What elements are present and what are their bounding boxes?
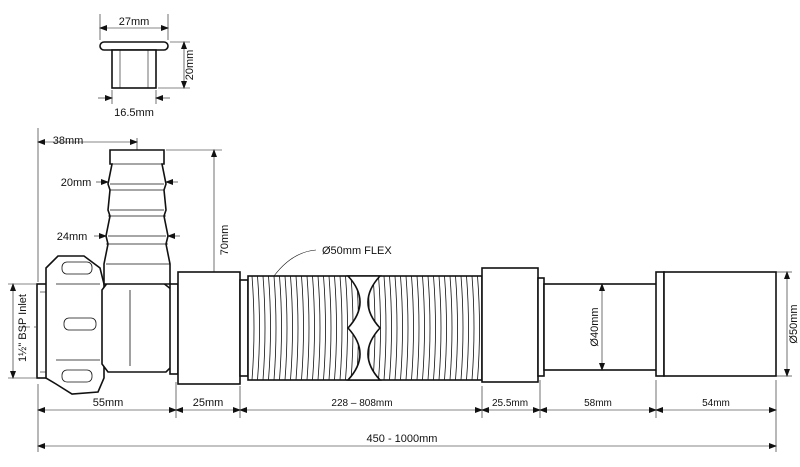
segment-dimensions — [37, 380, 777, 452]
flex-rib — [268, 275, 271, 381]
flex-rib — [422, 275, 425, 381]
flex-rib — [312, 275, 315, 381]
flex-rib — [279, 275, 282, 381]
cap-inner-label: 16.5mm — [114, 107, 154, 119]
right-collar — [481, 267, 545, 383]
seg-2-label: 25mm — [193, 397, 224, 409]
flex-rib — [284, 275, 288, 381]
flex-rib — [427, 275, 431, 381]
spigot — [103, 149, 171, 285]
flex-rib — [257, 275, 260, 381]
flex-rib — [323, 275, 326, 381]
spigot-height-label: 70mm — [219, 225, 231, 256]
flex-rib — [477, 275, 480, 381]
overall-length-label: 450 - 1000mm — [367, 433, 438, 445]
flex-rib — [460, 275, 464, 381]
pipe-40-label: Ø40mm — [589, 307, 601, 346]
inlet-label: 1½" BSP Inlet — [17, 294, 29, 362]
flex-rib — [449, 275, 453, 381]
flex-rib — [306, 275, 310, 381]
flex-rib — [433, 275, 436, 381]
cap-width-label: 27mm — [119, 16, 150, 28]
flex-rib — [416, 275, 420, 381]
flex-rib — [405, 275, 409, 381]
flex-rib — [411, 275, 414, 381]
flex-rib — [400, 275, 403, 381]
seg-1-label: 55mm — [93, 397, 124, 409]
flex-rib — [438, 275, 442, 381]
flex-rib — [389, 275, 392, 381]
flex-rib — [290, 275, 293, 381]
spigot-offset-label: 38mm — [53, 135, 84, 147]
cap-detail — [98, 14, 190, 104]
sleeve-50 — [655, 271, 792, 377]
seg-6-label: 54mm — [702, 398, 730, 409]
left-collar — [169, 271, 249, 385]
cap-height-label: 20mm — [184, 50, 196, 81]
flex-rib — [471, 275, 475, 381]
flex-rib — [262, 275, 266, 381]
pipe-50-label: Ø50mm — [788, 304, 800, 343]
flex-rib — [295, 275, 299, 381]
flex-label: Ø50mm FLEX — [322, 245, 392, 257]
pipe-40 — [543, 283, 659, 371]
flex-rib — [328, 275, 332, 381]
seg-4-label: 25.5mm — [492, 398, 528, 409]
flex-rib — [317, 275, 321, 381]
flex-rib — [301, 275, 304, 381]
flex-rib — [466, 275, 469, 381]
flex-rib — [339, 275, 343, 381]
flex-rib — [334, 275, 337, 381]
inlet-body — [36, 255, 179, 395]
flex-rib — [444, 275, 447, 381]
seg-3-label: 228 – 808mm — [331, 398, 392, 409]
flex-rib — [273, 275, 277, 381]
flex-rib — [251, 275, 255, 381]
spigot-upper-dia-label: 20mm — [61, 177, 92, 189]
flex-rib — [394, 275, 398, 381]
seg-5-label: 58mm — [584, 398, 612, 409]
flex-rib — [383, 275, 387, 381]
spigot-lower-dia-label: 24mm — [57, 231, 88, 243]
flex-rib — [455, 275, 458, 381]
flex-hose — [247, 249, 483, 381]
inlet-dimension — [8, 283, 36, 379]
